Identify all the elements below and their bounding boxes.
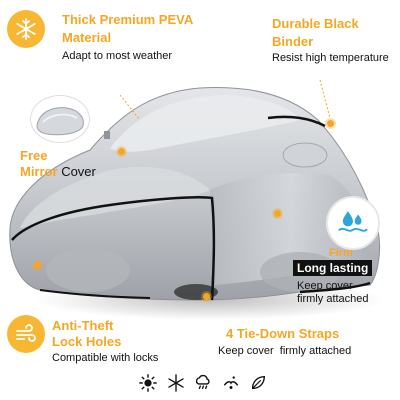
binder-subtitle: Resist high temperature	[272, 52, 389, 64]
peva-title-line2: Material	[62, 30, 112, 45]
straps-callout-dot	[203, 293, 210, 300]
firm-title: Firm	[329, 247, 353, 259]
firm-line1: Keep cover	[297, 280, 353, 292]
firm-line2: firmly attached	[297, 293, 369, 305]
antitheft-title-line1: Anti-Theft	[52, 318, 114, 333]
antitheft-title-line2: Lock Holes	[52, 334, 122, 349]
mirror-cover-icon	[36, 107, 84, 136]
antitheft-callout-dot	[34, 262, 41, 269]
mirror-title-line1: Free	[20, 148, 48, 163]
antitheft-subtitle: Compatible with locks	[52, 352, 159, 364]
bird-dropping-icon	[221, 373, 241, 393]
water-drops-icon	[338, 211, 368, 232]
firm-callout-dot	[274, 210, 281, 217]
binder-title-line1: Durable Black	[272, 16, 359, 31]
snowflake-icon	[166, 373, 186, 393]
firm-label: Long lasting	[293, 260, 373, 276]
weather-icons-row	[138, 372, 268, 394]
mirror-title-word1: Mirror	[20, 164, 58, 179]
binder-title-line2: Binder	[272, 34, 314, 49]
straps-subtitle: Keep cover firmly attached	[218, 345, 352, 357]
peva-badge	[7, 10, 45, 48]
peva-callout-dot	[118, 148, 125, 155]
rain-cloud-icon	[193, 373, 213, 393]
antitheft-badge	[7, 315, 45, 353]
sun-icon	[138, 373, 158, 393]
leaf-icon	[248, 373, 268, 393]
mirror-title-word2: Cover	[61, 164, 96, 179]
peva-subtitle: Adapt to most weather	[62, 50, 173, 62]
wind-lock-icon	[16, 324, 36, 342]
mirror-title-line2: Mirror Cover	[20, 164, 96, 179]
peva-title-line1: Thick Premium PEVA	[62, 12, 194, 27]
binder-callout-dot	[327, 120, 334, 127]
straps-title: 4 Tie-Down Straps	[226, 326, 340, 341]
snowflake-icon	[16, 18, 36, 40]
mirror-cover-thumbnail	[30, 95, 90, 143]
water-resistance-badge	[326, 196, 380, 250]
